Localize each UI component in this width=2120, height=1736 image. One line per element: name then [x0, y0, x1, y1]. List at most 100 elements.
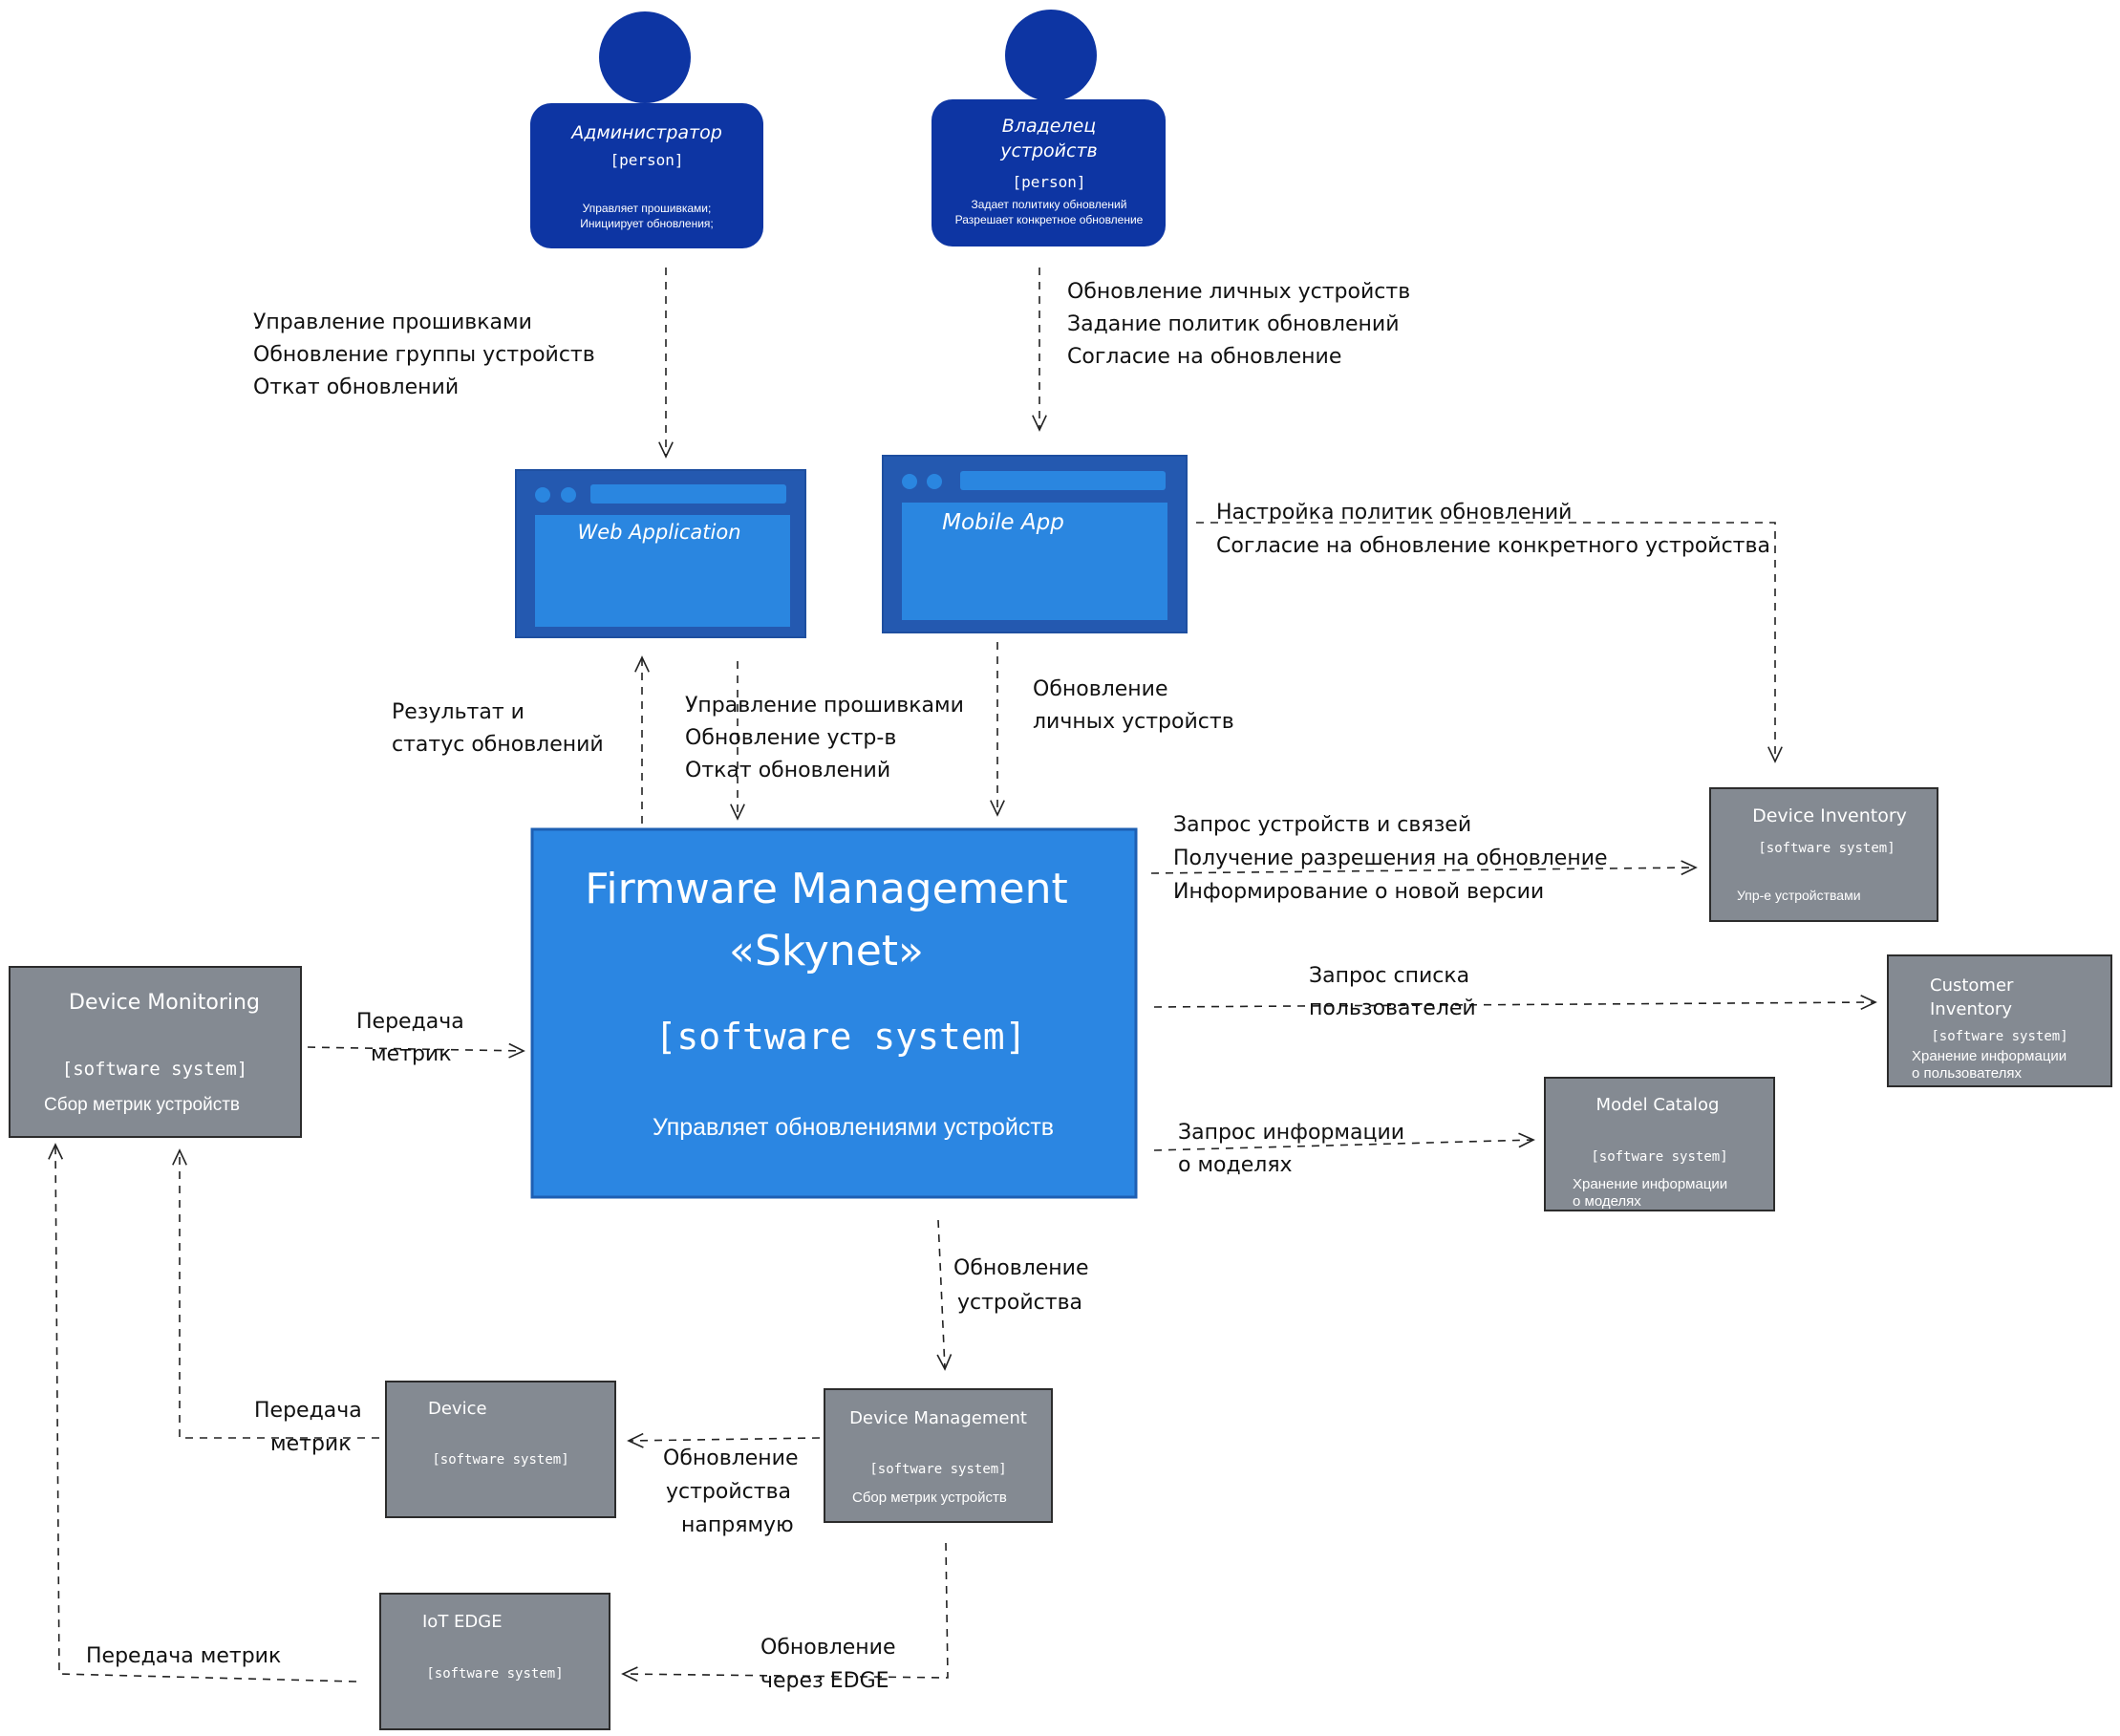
relation-label: устройства — [957, 1291, 1082, 1315]
relation-label: через EDGE — [760, 1669, 889, 1693]
system-name: Inventory — [1930, 999, 2012, 1019]
core-type: [software system] — [655, 1016, 1027, 1058]
relation-label: Обновление личных устройств — [1067, 280, 1410, 304]
person-name: устройств — [999, 140, 1098, 161]
system-name: Customer — [1930, 975, 2014, 996]
relation-label: Обновление группы устройств — [253, 343, 595, 367]
arrow-device-to-monitoring — [180, 1150, 379, 1439]
system-type: [software system] — [1758, 841, 1895, 856]
relation-label: Информирование о новой версии — [1173, 880, 1544, 904]
person-desc-line: Разрешает конкретное обновление — [955, 213, 1144, 226]
arrow-core-to-inventory — [1150, 868, 1696, 873]
arrow-monitoring-to-core — [307, 1047, 524, 1051]
system-desc: Сбор метрик устройств — [44, 1095, 240, 1115]
container-title: Web Application — [577, 521, 740, 544]
address-bar — [590, 484, 786, 504]
person-type: [person] — [610, 151, 683, 169]
system-desc: о моделях — [1573, 1193, 1641, 1210]
system-type: [software system] — [432, 1452, 568, 1468]
system-device-management[interactable]: Device Management [software system] Сбор… — [824, 1388, 1053, 1523]
container-title: Mobile App — [942, 510, 1064, 535]
core-desc: Управляет обновлениями устройств — [653, 1114, 1054, 1141]
system-type: [software system] — [1931, 1029, 2067, 1044]
relation-label: Согласие на обновление — [1067, 345, 1341, 369]
core-title: Firmware Management — [585, 865, 1067, 913]
arrow-mobile-to-inventory — [1196, 522, 1775, 761]
system-name: Device Monitoring — [69, 991, 260, 1015]
system-desc: Сбор метрик устройств — [852, 1490, 1007, 1506]
arrow-core-to-devmgmt — [938, 1219, 945, 1369]
person-administrator[interactable]: Администратор [person] Управляет прошивк… — [530, 11, 763, 248]
system-type: [software system] — [869, 1462, 1006, 1477]
relation-label: Обновление — [760, 1636, 896, 1660]
relation-label: Обновление — [663, 1447, 799, 1470]
relation-label: Обновление устр-в — [685, 726, 896, 750]
system-type: [software system] — [426, 1666, 563, 1682]
system-device-monitoring[interactable]: Device Monitoring [software system] Сбор… — [9, 966, 302, 1138]
relation-label: Настройка политик обновлений — [1216, 501, 1572, 525]
relation-label: Управление прошивками — [253, 311, 532, 334]
system-desc: о пользователях — [1912, 1065, 2022, 1082]
person-type: [person] — [1012, 173, 1085, 191]
arrow-devmgmt-to-edge — [623, 1542, 949, 1678]
address-bar — [960, 471, 1166, 490]
relation-label: Запрос информации — [1178, 1121, 1404, 1145]
relation-label: пользователей — [1309, 997, 1476, 1020]
system-device[interactable]: Device [software system] — [385, 1381, 616, 1518]
arrow-core-to-customer — [1153, 1002, 1875, 1007]
system-name: IoT EDGE — [422, 1612, 503, 1632]
relation-label: Согласие на обновление конкретного устро… — [1216, 534, 1770, 558]
relation-label: Передача — [254, 1399, 362, 1423]
relation-label: метрик — [371, 1042, 452, 1066]
relation-label: о моделях — [1178, 1153, 1293, 1177]
system-device-inventory[interactable]: Device Inventory [software system] Упр-е… — [1709, 787, 1938, 922]
system-name: Device Management — [849, 1408, 1027, 1428]
system-type: [software system] — [62, 1059, 247, 1080]
relation-label: напрямую — [681, 1513, 794, 1537]
core-system-firmware-management[interactable]: Firmware Management «Skynet» [software s… — [530, 827, 1138, 1199]
person-desc-line: Инициирует обновления; — [580, 217, 714, 230]
relation-label: Задание политик обновлений — [1067, 312, 1400, 336]
relation-label: Управление прошивками — [685, 694, 964, 718]
relation-label: Откат обновлений — [253, 375, 459, 399]
relation-label: личных устройств — [1033, 710, 1234, 734]
person-head-icon — [1005, 10, 1097, 101]
system-name: Device — [428, 1399, 487, 1419]
window-dot-icon — [927, 474, 942, 489]
arrow-core-to-catalog — [1153, 1140, 1533, 1151]
arrow-devmgmt-to-device — [629, 1438, 821, 1441]
system-model-catalog[interactable]: Model Catalog [software system] Хранение… — [1544, 1077, 1775, 1211]
relationship-labels: Управление прошивками Обновление группы … — [86, 280, 1770, 1693]
system-desc: Хранение информации — [1912, 1048, 2066, 1064]
person-device-owner[interactable]: Владелец устройств [person] Задает полит… — [932, 10, 1166, 246]
person-desc-line: Управляет прошивками; — [583, 202, 712, 215]
system-desc: Хранение информации — [1573, 1176, 1727, 1192]
relation-label: Передача — [356, 1010, 464, 1034]
relationship-lines — [55, 268, 1875, 1682]
container-mobile-app[interactable]: Mobile App — [882, 455, 1188, 633]
system-name: Model Catalog — [1596, 1095, 1720, 1115]
relation-label: Обновление — [953, 1256, 1089, 1280]
core-title: «Skynet» — [729, 927, 924, 975]
relation-label: Получение разрешения на обновление — [1173, 847, 1608, 870]
person-desc-line: Задает политику обновлений — [972, 198, 1127, 211]
system-name: Device Inventory — [1752, 805, 1907, 826]
system-type: [software system] — [1591, 1149, 1727, 1165]
relation-label: Обновление — [1033, 677, 1168, 701]
system-desc: Упр-е устройствами — [1737, 888, 1861, 903]
window-dot-icon — [902, 474, 917, 489]
system-customer-inventory[interactable]: Customer Inventory [software system] Хра… — [1887, 954, 2112, 1087]
relation-label: Запрос устройств и связей — [1173, 813, 1471, 837]
window-dot-icon — [561, 487, 576, 503]
relation-label: Передача метрик — [86, 1644, 281, 1668]
person-head-icon — [599, 11, 691, 103]
system-iot-edge[interactable]: IoT EDGE [software system] — [379, 1593, 610, 1730]
relation-label: статус обновлений — [392, 733, 604, 757]
relation-label: метрик — [270, 1432, 352, 1456]
relation-label: устройства — [666, 1480, 791, 1504]
relation-label: Результат и — [392, 700, 525, 724]
container-web-application[interactable]: Web Application — [515, 469, 806, 638]
person-name: Администратор — [569, 122, 722, 143]
arrow-edge-to-monitoring — [55, 1145, 357, 1682]
